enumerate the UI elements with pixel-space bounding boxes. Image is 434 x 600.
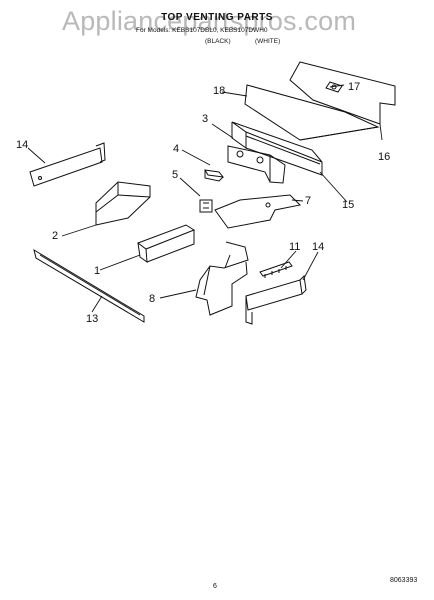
part-4-block	[204, 169, 225, 182]
part-14-bracket-upper	[29, 142, 106, 187]
callout-11: 11	[289, 241, 300, 253]
callout-15: 15	[342, 199, 354, 211]
part-11-terminal-strip	[259, 261, 293, 278]
page-number: 6	[213, 583, 217, 590]
callout-18: 18	[213, 85, 225, 97]
part-5-connector	[199, 199, 213, 213]
watermark: Appliancepartspros.com	[62, 6, 357, 36]
diagram-title: TOP VENTING PARTS	[161, 12, 273, 23]
callout-7: 7	[305, 195, 311, 207]
leader-lines	[27, 84, 383, 313]
part-14-bracket-lower	[245, 274, 307, 325]
callout-4: 4	[173, 143, 179, 155]
part-1-rail	[136, 224, 196, 264]
part-2-duct	[95, 181, 151, 226]
variant-white: (WHITE)	[255, 38, 281, 45]
drawing-code: 8063393	[390, 577, 418, 584]
part-18-duct-sheet	[244, 84, 380, 141]
callout-14-upper: 14	[16, 139, 28, 151]
part-7-mounting-plate	[214, 194, 302, 229]
callout-14-lower: 14	[312, 241, 324, 253]
callout-8: 8	[149, 293, 155, 305]
part-15-blower-housing	[227, 145, 286, 184]
callout-13: 13	[86, 313, 98, 325]
callout-1: 1	[94, 265, 100, 277]
part-16-top-panel	[289, 61, 396, 125]
part-13-long-rail	[33, 248, 145, 323]
callout-16: 16	[378, 151, 390, 163]
variant-black: (BLACK)	[205, 38, 231, 45]
part-8-bent-bracket	[195, 241, 249, 316]
callout-5: 5	[172, 169, 178, 181]
callout-3: 3	[202, 113, 208, 125]
part-3-vent-channel	[231, 121, 323, 176]
models-line: For Models: KEBS107DBL0, KEBS107DWH0	[136, 27, 268, 34]
callout-labels: 18 17 3 16 14 4 5 15 7 2 1 11 14 8 13	[16, 81, 390, 325]
callout-2: 2	[52, 230, 58, 242]
callout-17: 17	[348, 81, 360, 93]
